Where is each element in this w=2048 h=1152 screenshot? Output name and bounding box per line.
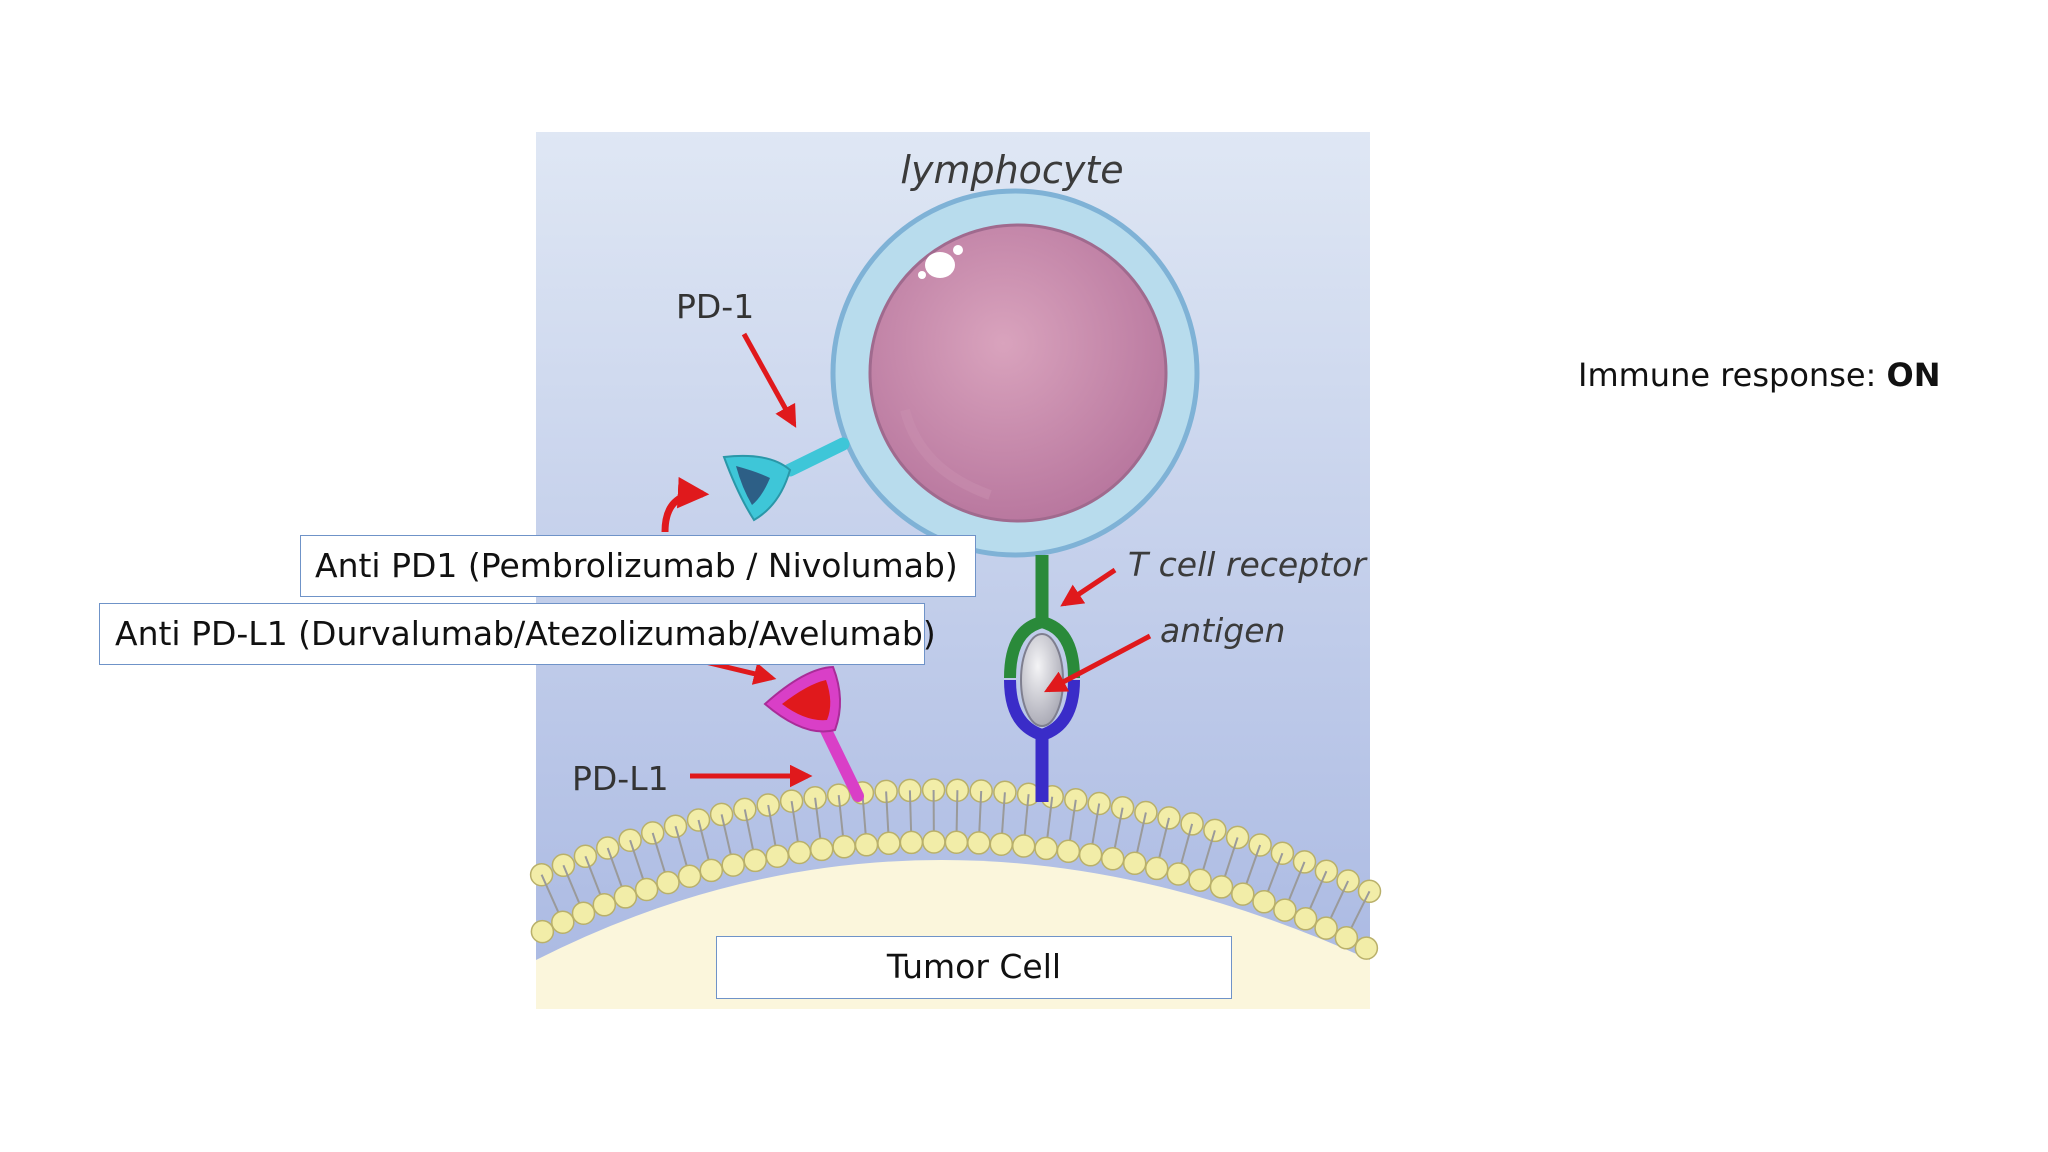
tumor-cell-box: Tumor Cell [716,936,1232,999]
lymphocyte-cell [830,188,1200,558]
pdl1-ligand [763,665,864,802]
anti-pd1-box: Anti PD1 (Pembrolizumab / Nivolumab) [300,535,976,597]
antigen-label: antigen [1160,611,1285,650]
arrow-pd1 [741,332,797,428]
tcr-complex [1004,555,1080,802]
anti-pdl1-box: Anti PD-L1 (Durvalumab/Atezolizumab/Avel… [99,603,936,665]
arrow-antigen [1044,633,1152,693]
pd1-label: PD-1 [676,287,754,326]
arrow-tcr [1060,567,1117,607]
lymphocyte-label: lymphocyte [900,148,1123,192]
pd1-curved-arrow [661,476,710,533]
status-value: ON [1886,356,1941,394]
cell-membrane-inner [530,830,1379,960]
status-label: Immune response: [1578,356,1877,394]
pdl1-label: PD-L1 [572,759,669,798]
pd1-receptor [722,437,850,522]
tcr-label: T cell receptor [1128,545,1368,584]
immune-response-status: Immune response: ON [1578,356,1940,394]
